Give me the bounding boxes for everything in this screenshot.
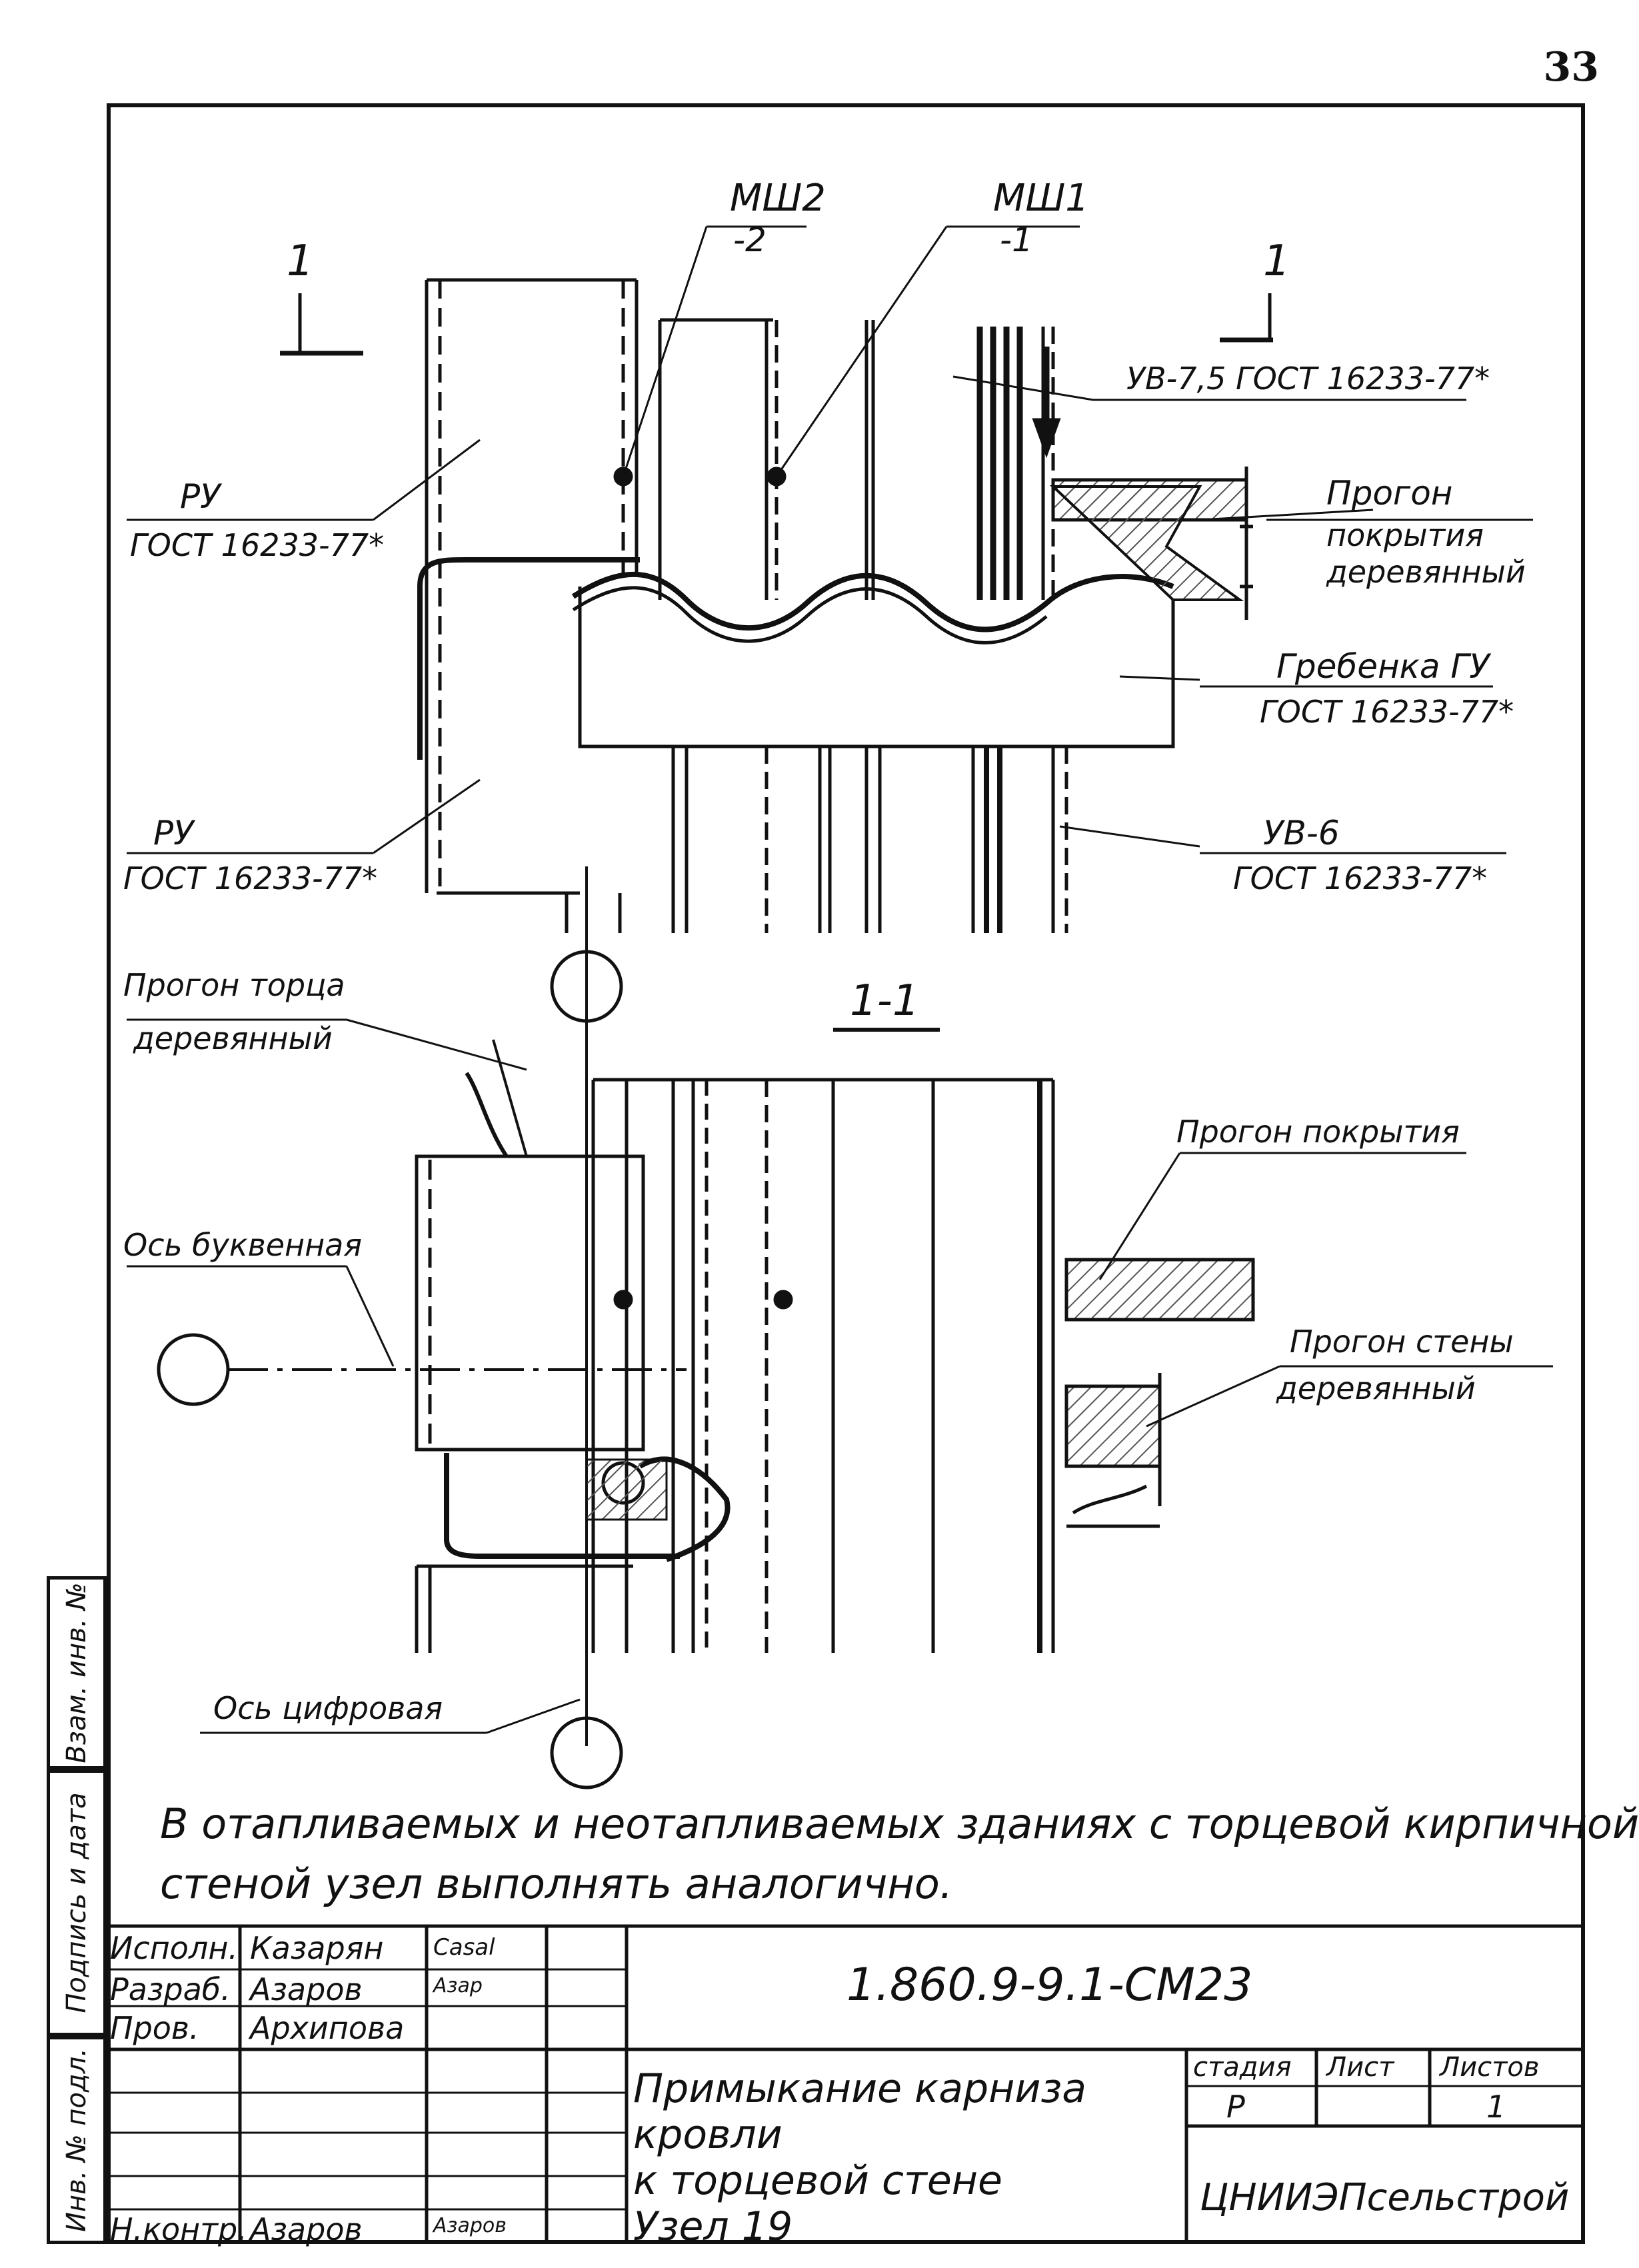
uv75-label: УВ-7,5 ГОСТ 16233-77* [1126, 361, 1490, 397]
msh1-label: МШ1 [993, 177, 1089, 220]
os-cifrovaya-label: Ось цифровая [213, 1690, 443, 1726]
msh1-sub-label: -1 [1000, 221, 1033, 259]
tb-name-3: Архипова [250, 2010, 405, 2046]
sheet-title-line-2: к торцевой стене [633, 2157, 1002, 2204]
sheets-value: 1 [1486, 2089, 1506, 2125]
sheet-title: Примыкание карниза кровли к торцевой сте… [633, 2066, 1186, 2250]
organization: ЦНИИЭПсельстрой [1200, 2176, 1570, 2219]
note-line-1: В отапливаемых и неотапливаемых зданиях … [160, 1799, 1639, 1848]
sheet-title-line-3: Узел 19 [633, 2203, 793, 2250]
tb-role-3: Пров. [110, 2010, 199, 2046]
tb-normcontrol-signature: Азаров [433, 2214, 507, 2237]
progon-torca-label-2: деревянный [133, 1020, 333, 1056]
progon-steny-label-1: Прогон стены [1290, 1324, 1514, 1360]
uv6-gost-label: ГОСТ 16233-77* [1233, 860, 1488, 896]
stage-header: стадия [1193, 2052, 1292, 2083]
page-number: 33 [1543, 44, 1600, 91]
side-stamp-inv-podl: Инв. № подл. [47, 2036, 107, 2244]
ru-bottom-gost-label: ГОСТ 16233-77* [123, 860, 378, 896]
section-mark-left-label: 1 [287, 237, 314, 286]
tb-normcontrol-role: Н.контр. [110, 2211, 247, 2247]
progon-steny-label-2: деревянный [1276, 1370, 1476, 1406]
ru-top-label: РУ [180, 477, 221, 516]
drawing-frame [107, 103, 1585, 2244]
os-bukvennaya-label: Ось буквенная [123, 1227, 363, 1263]
tb-signature-1: Casal [433, 1934, 495, 1961]
tb-normcontrol-name: Азаров [250, 2211, 363, 2247]
progon-pokrytiya-lower-label: Прогон покрытия [1176, 1114, 1460, 1150]
msh2-label: МШ2 [730, 177, 826, 220]
grebenka-label: Гребенка ГУ [1276, 647, 1490, 686]
uv6-label: УВ-6 [1263, 814, 1340, 852]
tb-role-1: Исполн. [110, 1930, 239, 1966]
progon-torca-label-1: Прогон торца [123, 967, 345, 1003]
tb-name-2: Азаров [250, 1971, 363, 2007]
sheets-header: Листов [1440, 2052, 1540, 2083]
msh2-sub-label: -2 [733, 221, 767, 259]
section-title: 1-1 [850, 976, 920, 1026]
stage-value: Р [1226, 2089, 1245, 2125]
note-line-2: стеной узел выполнять аналогично. [160, 1859, 953, 1908]
tb-signature-2: Азар [433, 1974, 483, 1997]
section-mark-right [1220, 293, 1273, 343]
side-stamp-signature: Подпись и дата [47, 1769, 107, 2036]
progon-pokrytiya-label-3: деревянный [1326, 554, 1526, 590]
sheet-header: Лист [1326, 2052, 1394, 2083]
tb-role-2: Разраб. [110, 1971, 231, 2007]
progon-pokrytiya-label-2: покрытия [1326, 517, 1484, 553]
tb-name-1: Казарян [250, 1930, 384, 1966]
ru-bottom-label: РУ [153, 814, 194, 852]
grebenka-gost-label: ГОСТ 16233-77* [1260, 694, 1514, 730]
ru-top-gost-label: ГОСТ 16233-77* [130, 527, 385, 563]
document-code: 1.860.9-9.1-СМ23 [846, 1959, 1253, 2011]
section-mark-left [280, 293, 363, 356]
section-mark-right-label: 1 [1263, 237, 1290, 286]
sheet-title-line-1: Примыкание карниза кровли [633, 2065, 1087, 2158]
progon-pokrytiya-label-1: Прогон [1326, 474, 1453, 513]
side-stamp-vzam: Взам. инв. № [47, 1576, 107, 1769]
